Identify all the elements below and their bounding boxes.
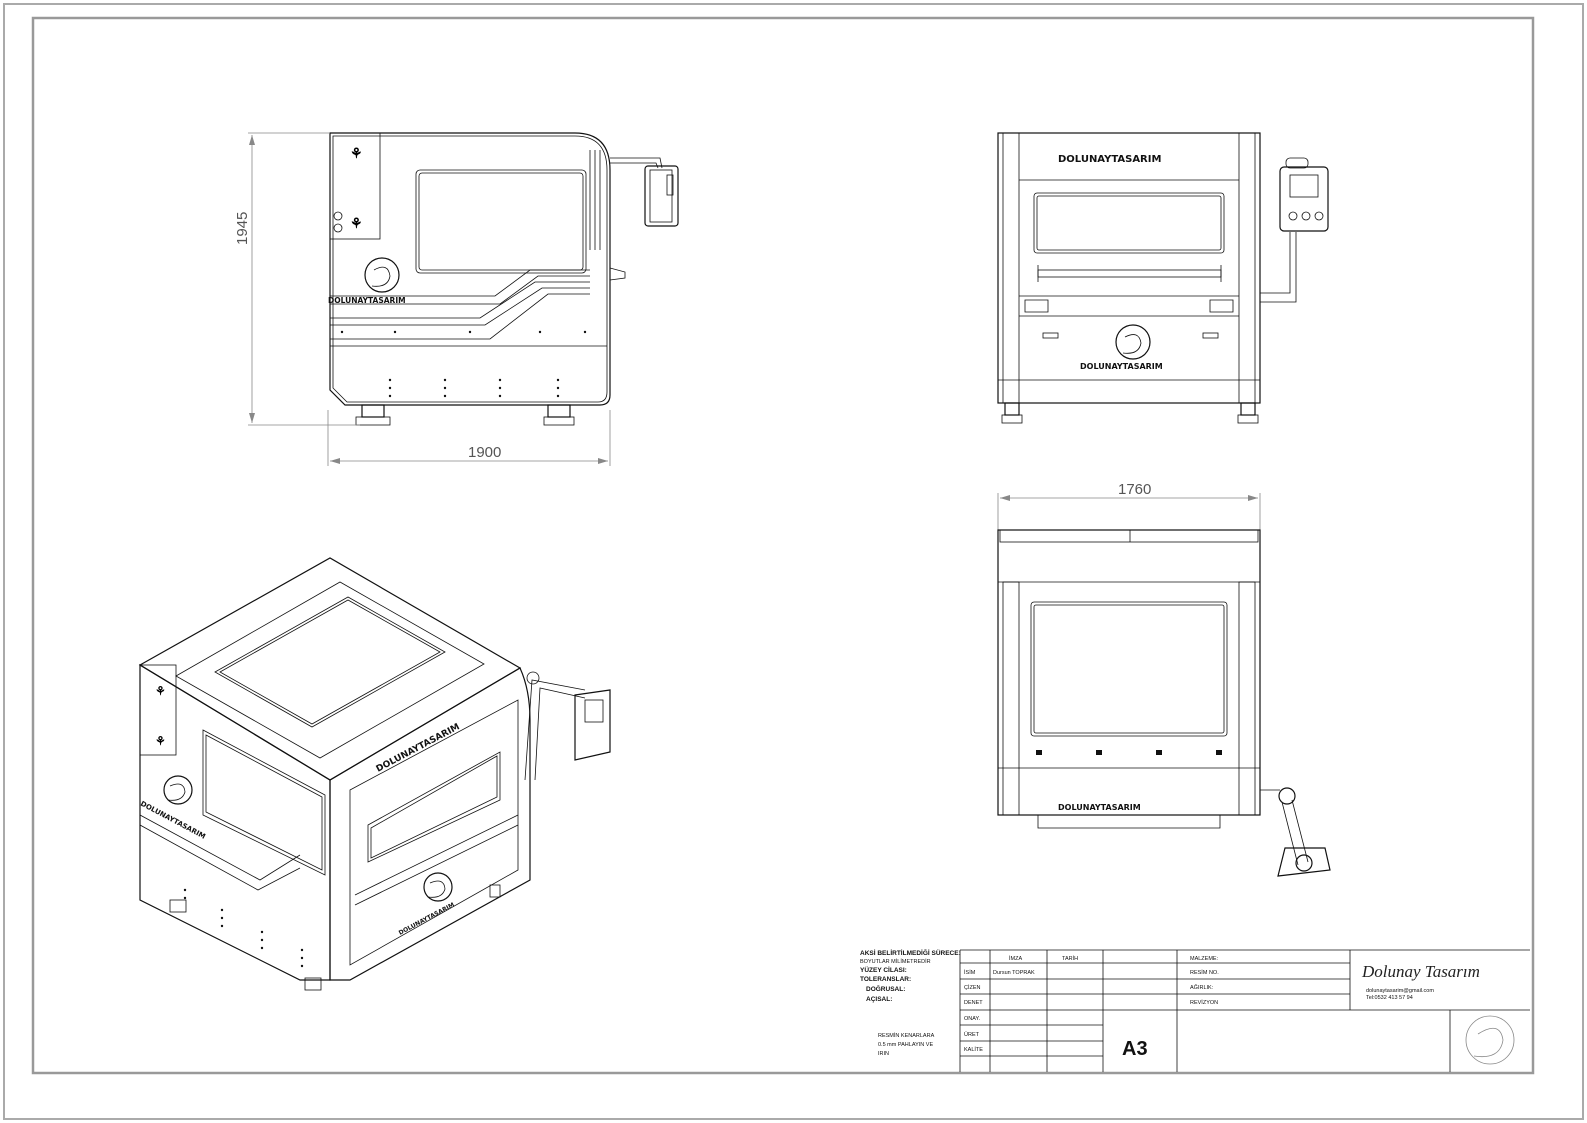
top-view: DOLUNAYTASARIM <box>997 529 1331 877</box>
outer-border <box>3 3 1584 1120</box>
label-drawing-no: RESİM NO. <box>1190 969 1219 976</box>
note-line-1: AKSİ BELİRTİLMEDİĞİ SÜRECE: <box>860 948 961 957</box>
side-view: ⚘ ⚘ DOLUNAYTASARIM <box>234 132 679 466</box>
dimension-top-width: 1760 <box>1118 481 1151 498</box>
iso-panel-symbol-bottom: ⚘ <box>155 734 166 748</box>
panel-symbol-top: ⚘ <box>350 145 363 161</box>
front-logo-mark <box>1115 324 1151 360</box>
note-line-3: YÜZEY CİLASI: <box>860 965 907 974</box>
sheet-size: A3 <box>1122 1038 1148 1060</box>
row-label-drawn: ÇİZEN <box>964 984 981 991</box>
dimension-height: 1945 <box>234 212 251 245</box>
row-label-checked: DENET <box>964 1000 983 1006</box>
dimension-width: 1900 <box>468 444 501 461</box>
logo-mark <box>364 257 400 293</box>
company-email: dolunaytasarim@gmail.com <box>1366 988 1434 994</box>
iso-panel-symbol-top: ⚘ <box>155 684 166 698</box>
note-line-4: TOLERANSLAR: <box>860 976 911 983</box>
title-block <box>959 949 1530 1072</box>
header-signature: İMZA <box>1009 955 1022 962</box>
company-name: Dolunay Tasarım <box>1361 962 1480 981</box>
edge-note-2: 0.5 mm PAHLAYIN VE <box>878 1042 933 1048</box>
row-label-name: İSİM <box>964 969 976 976</box>
iso-brand-text-front: DOLUNAYTASARIM <box>375 722 462 775</box>
top-brand-text: DOLUNAYTASARIM <box>1058 803 1141 812</box>
front-brand-text-top: DOLUNAYTASARIM <box>1058 154 1161 165</box>
iso-brand-text-bottom: DOLUNAYTASARIM <box>398 901 456 936</box>
drawing-frame <box>31 16 1535 1075</box>
company-phone: Tel:0532 413 57 94 <box>1366 995 1413 1001</box>
header-date: TARİH <box>1062 955 1078 962</box>
note-line-2: BOYUTLAR MİLİMETREDİR <box>860 958 931 965</box>
front-view: DOLUNAYTASARIM DOLUNAYTASARIM 1760 <box>997 132 1329 530</box>
isometric-view: ⚘ ⚘ DOLUNAYTASARIM DOLUNAYTASARIM DOLUNA… <box>138 557 611 991</box>
side-brand-text: DOLUNAYTASARIM <box>328 296 406 305</box>
panel-symbol-bottom: ⚘ <box>350 215 363 231</box>
front-pendant <box>1279 166 1329 232</box>
label-revision: REVİZYON <box>1190 999 1218 1006</box>
title-logo-mark <box>1465 1015 1515 1065</box>
note-line-6: AÇISAL: <box>866 996 892 1003</box>
top-pendant <box>1277 847 1331 877</box>
row-label-approved: ONAY. <box>964 1016 980 1022</box>
front-brand-text-bottom: DOLUNAYTASARIM <box>1080 362 1163 371</box>
label-material: MALZEME: <box>1190 956 1219 962</box>
iso-pendant <box>574 689 611 761</box>
edge-note-3: IRIN <box>878 1051 889 1057</box>
row-label-manufactured: ÜRET <box>964 1031 980 1038</box>
edge-note-1: RESMİN KENARLARA <box>878 1032 935 1039</box>
note-line-5: DOĞRUSAL: <box>866 984 905 993</box>
row-value-name: Dursun TOPRAK <box>993 970 1035 976</box>
side-pendant <box>644 165 679 227</box>
label-weight: AĞIRLIK: <box>1190 984 1214 991</box>
row-label-quality: KALİTE <box>964 1046 983 1053</box>
